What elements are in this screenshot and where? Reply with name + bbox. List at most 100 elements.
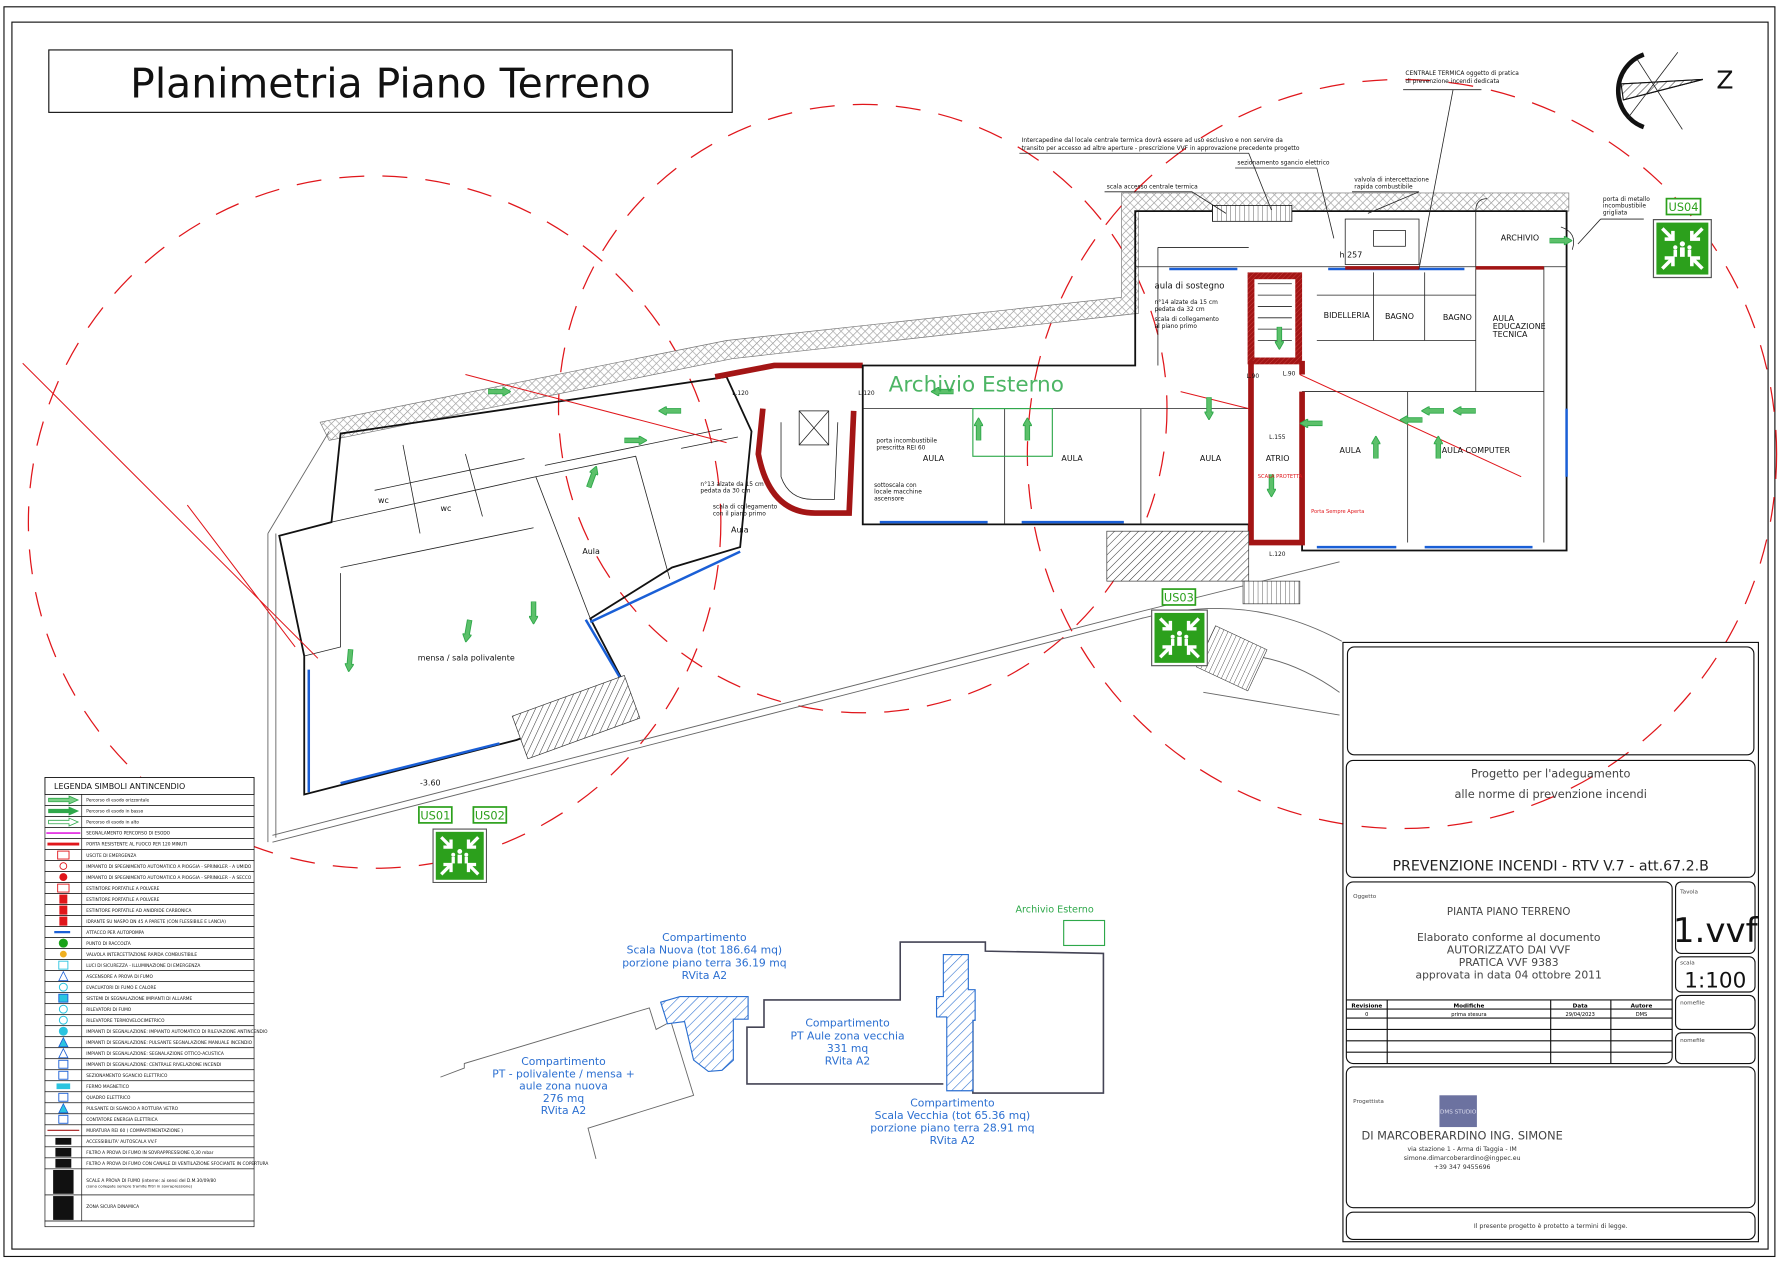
porta-sempre-aperta-label: Porta Sempre Aperta [1311,509,1364,515]
note-sostegno-4: al piano primo [1155,324,1198,330]
project-box [1345,759,1756,878]
legend-label: ACCESSIBILITA' AUTOSCALA VV.F [86,1139,157,1145]
assembly-point-icon [432,828,488,884]
new-wing [278,375,753,796]
footer-note: Il presente progetto è protetto a termin… [1474,1222,1628,1230]
stair-hatch-icon [53,1169,74,1194]
compartment-label-polivalente: PT - polivalente / mensa + [492,1067,635,1080]
annotation-porta-metallo-2: incombustibile [1603,204,1646,210]
truck-icon [55,1137,72,1145]
rev-header-modifiche: Modifiche [1453,1003,1484,1009]
extinguisher-e-icon [57,883,70,893]
oggetto-label: Oggetto [1353,894,1377,900]
magnet-icon [56,1083,71,1090]
legend-row: IDRANTE SU NASPO DN 45 A PARETE (CON FLE… [44,915,255,927]
tavola-value: 1.vvf [1673,911,1759,951]
safe-zone-icon [53,1196,74,1220]
sheet-title: Planimetria Piano Terreno [130,60,651,108]
legend-row: EVACUATORI DI FUMO E CALORE [44,981,255,994]
compartment-label-polivalente: 276 mq [543,1092,584,1105]
room-wc-2: wc [440,504,451,513]
archivio-esterno-plan-box [972,408,1053,457]
legend-label: FERMO MAGNETICO [86,1084,129,1090]
legend-row: SCALE A PROVA DI FUMO (interne: ai sensi… [44,1168,255,1196]
legend-row: IMPIANTI DI SEGNALAZIONE: SEGNALAZIONE O… [44,1047,255,1060]
assembly-point-us03: US03 [1151,588,1208,667]
outer-frame [3,6,1776,1258]
legend-label: Percorso di esodo orizzontale [86,798,149,804]
legend-label: SEZIONAMENTO SGANCIO ELETTRICO [86,1073,168,1079]
approval-line-1: Elaborato conforme al documento [1417,931,1600,944]
project-line-1: Progetto per l'adeguamento [1471,766,1630,780]
room-aula-ed-tec-1: AULA [1493,314,1515,323]
door-width-5: L.155 [1269,435,1286,441]
escape-arrow-icon [344,648,356,673]
legend-row: Percorso di esodo in basso [44,805,255,817]
assembly-point-us04: US04 [1652,197,1712,279]
footer-box [1345,1211,1756,1241]
room-aula-3: AULA [1200,454,1222,463]
escape-distance-lines [22,362,1522,659]
scala-label: scala [1680,961,1695,967]
meter-icon [58,1114,69,1124]
legend-label: PORTA RESISTENTE AL FUOCO PER 120 MINUTI [86,842,187,848]
room-aula-ed-tec-3: TECNICA [1492,330,1528,339]
legend-row: ESTINTORE PORTATILE A POLVERE [44,882,255,894]
escape-arrow-icon [624,435,648,445]
approval-line-4: approvata in data 04 ottobre 2011 [1415,968,1601,981]
heat-detector-icon [58,1015,68,1025]
annotation-scala-accesso: scala accesso centrale termica [1107,184,1198,190]
legend-row: ESTINTORE PORTATILE AD ANIDRIDE CARBONIC… [44,904,255,916]
archivio-esterno-plan-label: Archivio Esterno [889,373,1064,398]
project-line-2: alle norme di prevenzione incendi [1454,787,1646,801]
compartment-label-scala-vecchia: RVita A2 [930,1134,975,1147]
filter-grid-icon [55,1158,72,1168]
door-width-4: L.90 [1283,372,1296,378]
oggetto-box [1345,881,1673,1065]
legend-row: FILTRO A PROVA DI FUMO IN SOVRAPPRESSION… [44,1146,255,1159]
legend-label: USCITE DI EMERGENZA [86,853,136,859]
old-building [861,198,1575,692]
legend-row: QUADRO ELETTRICO [44,1091,255,1104]
us-box-icon [57,850,70,860]
approval-line-2: AUTORIZZATO DAI VVF [1447,943,1571,956]
compartment-label-scala-nuova: RVita A2 [682,969,727,982]
door-width-3: L.90 [1246,374,1259,380]
legend-row: SEGNALAMENTO PERCORSO DI ESODO [44,827,255,839]
legend-label: IMPIANTO DI SPEGNIMENTO AUTOMATICO A PIO… [86,875,252,881]
legend-label: IMPIANTI DI SEGNALAZIONE: PULSANTE SEGNA… [86,1040,252,1046]
room-aula-4: AULA [1340,446,1362,455]
compartment-label-scala-vecchia: porzione piano terra 28.91 mq [870,1122,1034,1135]
assembly-label-us02: US02 [475,808,505,822]
rev-cell-data: 29/04/2023 [1566,1012,1595,1018]
legend-row: MURATURA REI 60 ( COMPARTIMENTAZIONE ) [44,1124,255,1137]
legend-label: SCALE A PROVA DI FUMO (interne: ai sensi… [86,1178,216,1184]
assembly-label-us01: US01 [420,808,450,822]
legend-row: SISTEMI DI SEGNALAZIONE IMPIANTI DI ALLA… [44,992,255,1005]
annotation-valvola-2: rapida combustibile [1354,184,1413,190]
level-marker: -3.60 [420,778,441,787]
note-scala-nuova-4: con il piano primo [713,511,766,517]
inner-frame [11,21,1769,1250]
auto-detection-icon [58,1026,68,1036]
room-labels: aula di sostegno n°14 alzate da 15 cm pe… [378,234,1546,788]
legend-label: ASCENSORE A PROVA DI FUMO [86,974,153,980]
hydrant-icon [59,916,68,926]
compartment-label-aule-vecchia: 331 mq [827,1042,868,1055]
assembly-label-us04: US04 [1669,200,1699,214]
legend-label: SISTEMI DI SEGNALAZIONE IMPIANTI DI ALLA… [86,996,192,1002]
room-aula-sostegno: aula di sostegno [1155,281,1225,291]
legend-row: FERMO MAGNETICO [44,1080,255,1093]
escape-arrow-icon [584,464,601,489]
room-mensa: mensa / sala polivalente [418,654,515,663]
smoke-detector-icon [58,1004,68,1014]
oggetto-value: PIANTA PIANO TERRENO [1447,907,1570,918]
lift-icon [58,970,69,982]
room-aula-1: AULA [923,454,945,463]
site-left-boundary [267,431,330,843]
designer-phone: +39 347 9455696 [1434,1164,1491,1171]
legend-title: LEGENDA SIMBOLI ANTINCENDIO [54,782,185,791]
scala-protetta-label: SCALA PROTETTA [1258,474,1303,480]
escape-arrow-icon [461,619,475,644]
legend-row: IMPIANTI DI SEGNALAZIONE: PULSANTE SEGNA… [44,1036,255,1049]
